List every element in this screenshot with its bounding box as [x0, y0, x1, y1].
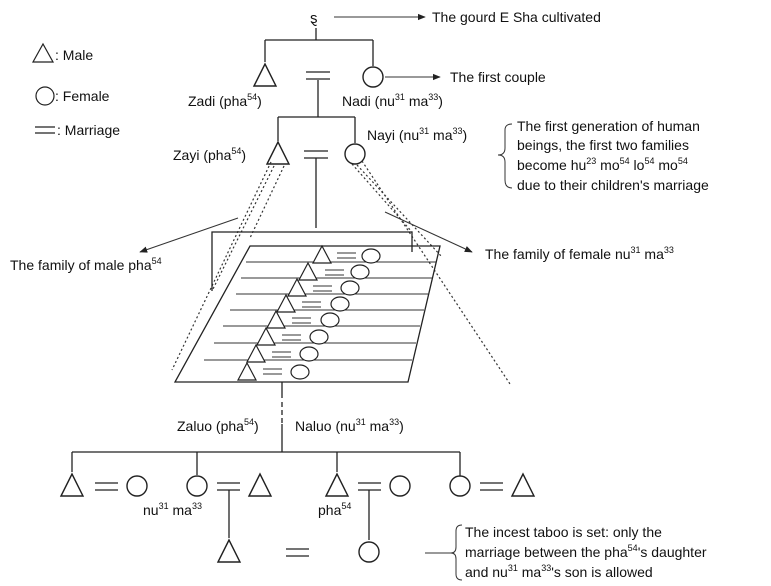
female-family-label: The family of female nu31 ma33: [485, 245, 674, 262]
children-row: nu31 ma33 pha54: [59, 472, 536, 540]
family-plane: The family of male pha54 The family of f…: [10, 160, 674, 424]
male-icon: [266, 309, 286, 329]
last-couple: Zaluo (pha54) Naluo (nu31 ma33): [71, 417, 461, 476]
plane-couple: [266, 309, 340, 329]
nayi-female-icon: [344, 143, 366, 165]
projection-line-4: [361, 160, 511, 385]
first-gen-note-line4: due to their children's marriage: [517, 177, 709, 193]
legend-marriage-label: : Marriage: [57, 122, 120, 138]
plane-couple: [256, 326, 329, 346]
first-gen-note-brace: [497, 123, 513, 189]
family-floor: [173, 245, 441, 383]
generation-rungs: [204, 261, 436, 361]
naluo-label: Naluo (nu31 ma33): [295, 417, 404, 434]
projection-line-3: [249, 165, 285, 239]
taboo-couple: The incest taboo is set: only the marria…: [216, 524, 707, 581]
projection-line-5: [356, 164, 443, 258]
female-icon: [309, 329, 329, 345]
zadi-label: Zadi (pha54): [188, 92, 262, 109]
first-couple: The first couple Zadi (pha54) Nadi (nu31…: [188, 62, 546, 143]
legend-female-circle-icon: [35, 86, 55, 106]
male-icon: [287, 277, 307, 297]
plane-couple: [246, 343, 319, 363]
zayi-label: Zayi (pha54): [173, 146, 246, 163]
nadi-female-icon: [362, 66, 384, 88]
pha-label: pha54: [318, 501, 351, 518]
nadi-label: Nadi (nu31 ma33): [342, 92, 443, 109]
gourd-label: The gourd E Sha cultivated: [432, 9, 601, 25]
projection-line-1: [171, 161, 272, 371]
child-female-nu-icon: [186, 475, 208, 497]
first-couple-label: The first couple: [450, 69, 546, 85]
first-gen-note-line3: become hu23 mo54 lo54 mo54: [517, 156, 688, 173]
nu-ma-label: nu31 ma33: [143, 501, 202, 518]
male-icon: [237, 361, 257, 381]
gourd-icon: ȿ: [310, 10, 318, 27]
female-icon: [299, 346, 319, 362]
child-male-pha-icon: [324, 472, 350, 497]
plane-couple: [298, 261, 370, 281]
male-icon: [276, 293, 296, 313]
grandchild-male-icon: [216, 538, 242, 563]
male-family-label: The family of male pha54: [10, 256, 162, 273]
zayi-male-icon: [265, 140, 291, 165]
male-icon: [246, 343, 266, 363]
projection-line-6: [351, 163, 413, 233]
spouse-female-icon: [389, 475, 411, 497]
first-gen-note-line2: beings, the first two families: [517, 137, 689, 153]
child-female-icon: [449, 475, 471, 497]
gourd-node: ȿ The gourd E Sha cultivated: [264, 9, 601, 66]
zadi-male-icon: [252, 62, 278, 87]
legend-male-label: : Male: [55, 47, 93, 63]
taboo-line3: and nu31 ma33's son is allowed: [465, 563, 653, 580]
projection-line-2: [211, 165, 275, 292]
first-gen-note-line1: The first generation of human: [517, 118, 700, 134]
spouse-male-icon: [510, 472, 536, 497]
plane-couple: [312, 244, 381, 264]
taboo-line1: The incest taboo is set: only the: [465, 524, 662, 540]
legend: : Male : Female : Marriage: [31, 42, 120, 138]
grandchild-female-icon: [358, 541, 380, 563]
legend-female-label: : Female: [55, 88, 110, 104]
plane-couple: [287, 277, 360, 297]
female-family-arrow: [384, 211, 473, 253]
vertical-plane-back: [211, 231, 413, 291]
taboo-brace: [450, 524, 463, 581]
first-generation: Zayi (pha54) Nayi (nu31 ma33) The first …: [173, 118, 709, 228]
female-icon: [330, 296, 350, 312]
male-family-arrow: [139, 217, 239, 253]
spouse-male-icon: [247, 472, 273, 497]
male-icon: [312, 244, 332, 264]
nayi-label: Nayi (nu31 ma33): [367, 126, 467, 143]
taboo-line2: marriage between the pha54's daughter: [465, 543, 707, 560]
spouse-female-icon: [126, 475, 148, 497]
child-male-icon: [59, 472, 85, 497]
zaluo-label: Zaluo (pha54): [177, 417, 259, 434]
plane-couples: [237, 244, 381, 381]
female-icon: [350, 264, 370, 280]
female-icon: [361, 248, 381, 264]
legend-male-triangle-icon: [31, 42, 55, 63]
female-icon: [290, 364, 310, 380]
female-icon: [320, 312, 340, 328]
plane-couple: [276, 293, 350, 313]
female-icon: [340, 280, 360, 296]
male-icon: [298, 261, 318, 281]
plane-couple: [237, 361, 310, 381]
male-icon: [256, 326, 276, 346]
